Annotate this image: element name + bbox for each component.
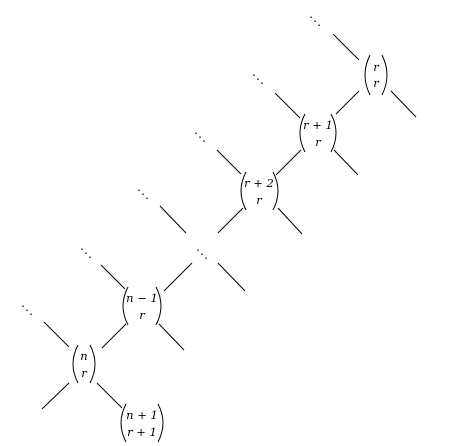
binom-bottom: r xyxy=(139,308,146,322)
edge xyxy=(216,149,242,175)
binom-r2-r: r + 2 r xyxy=(240,171,279,211)
right-paren xyxy=(155,286,162,326)
binom-top: r + 2 xyxy=(244,176,274,190)
binom-r1-r: r + 1 r xyxy=(299,113,337,153)
edge xyxy=(274,92,301,119)
ellipses: ⋱ ⋱ ⋱ ⋱ ⋱ ⋱ ⋱ xyxy=(21,14,321,317)
edge xyxy=(41,382,70,410)
right-paren xyxy=(330,113,337,153)
left-paren xyxy=(240,171,247,211)
binom-bottom: r xyxy=(81,366,88,380)
right-paren xyxy=(381,54,388,96)
ellipsis: ⋱ xyxy=(80,246,92,260)
left-paren xyxy=(122,286,129,326)
right-paren xyxy=(89,344,96,384)
binom-n1-r: n − 1 r xyxy=(122,286,162,326)
edge xyxy=(277,207,303,235)
edge xyxy=(332,33,360,61)
edges xyxy=(41,33,417,410)
edge xyxy=(43,321,70,348)
ellipsis: ⋱ xyxy=(309,14,321,28)
ellipsis: ⋱ xyxy=(21,303,33,317)
binom-n-r: n r xyxy=(72,344,96,384)
edge xyxy=(100,264,126,290)
ellipsis: ⋱ xyxy=(194,130,206,144)
binom-bottom: r xyxy=(256,193,263,207)
binom-bottom: r xyxy=(315,135,322,149)
ellipsis: ⋱ xyxy=(137,187,149,201)
edge xyxy=(163,262,193,292)
binom-bottom: r + 1 xyxy=(127,425,157,439)
edge xyxy=(275,149,302,176)
binom-top: n + 1 xyxy=(126,408,158,422)
edge xyxy=(335,90,360,115)
left-paren xyxy=(72,344,79,384)
edge xyxy=(333,149,359,176)
binom-top: r + 1 xyxy=(303,118,333,132)
edge xyxy=(217,262,246,292)
binom-r-r: r r xyxy=(364,54,388,96)
right-paren xyxy=(272,171,279,211)
binom-top: n xyxy=(80,349,87,363)
binom-bottom: r xyxy=(373,76,380,90)
ellipsis: ⋱ xyxy=(196,247,208,261)
left-paren xyxy=(299,113,306,153)
edge xyxy=(96,382,123,409)
edge xyxy=(158,323,185,351)
binom-top: n − 1 xyxy=(126,291,158,305)
left-paren xyxy=(364,54,371,96)
edge xyxy=(217,207,244,234)
right-paren xyxy=(157,403,164,443)
binom-top: r xyxy=(373,60,380,74)
edge xyxy=(101,323,127,349)
ellipsis: ⋱ xyxy=(252,72,264,86)
edge xyxy=(159,205,187,234)
binom-n1-r1: n + 1 r + 1 xyxy=(120,403,164,443)
edge xyxy=(390,90,417,118)
left-paren xyxy=(120,403,127,443)
